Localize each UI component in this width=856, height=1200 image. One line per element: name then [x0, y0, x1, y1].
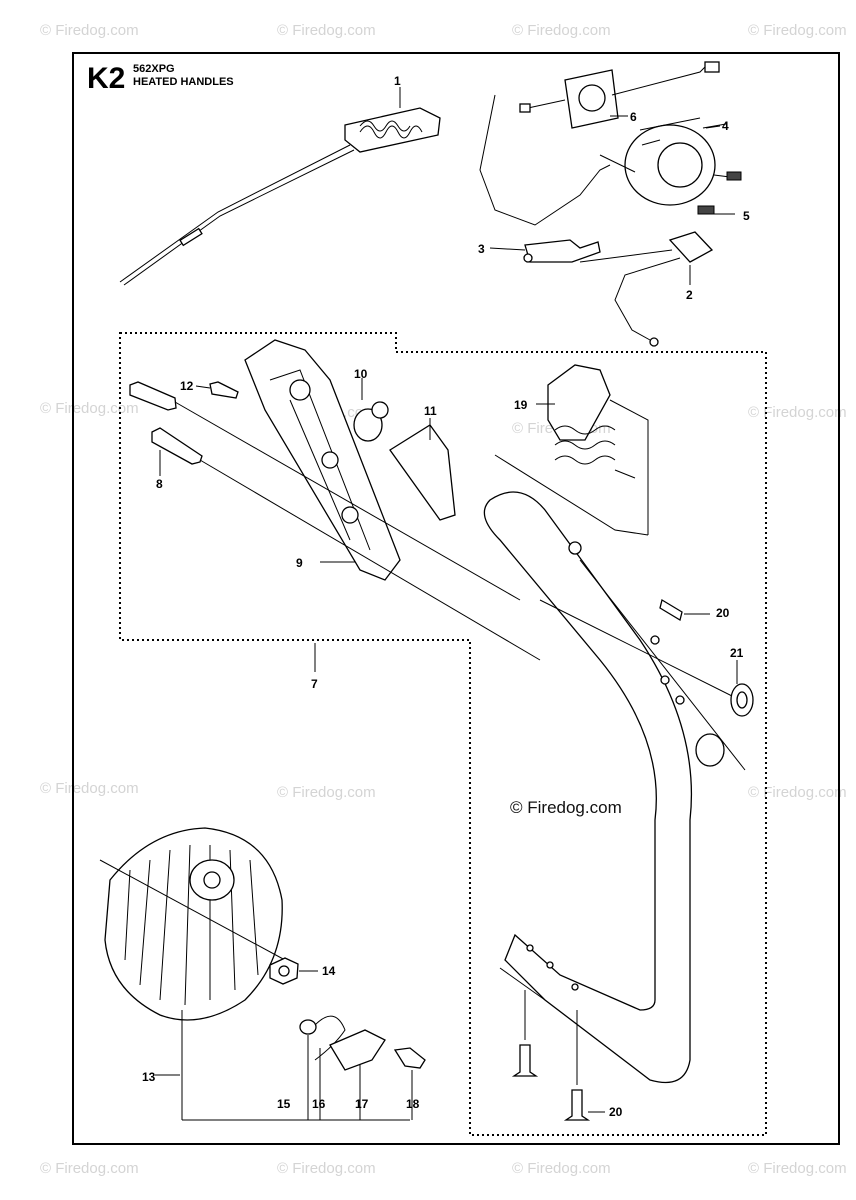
callout-19: 19	[514, 398, 528, 412]
screw-part-5	[697, 205, 735, 215]
callout-3: 3	[478, 242, 485, 256]
screws-part-20	[511, 598, 710, 1121]
model-number: 562XPG	[133, 63, 175, 75]
diagram-frame	[72, 52, 840, 1145]
callout-1: 1	[394, 74, 401, 88]
callout-11: 11	[424, 404, 437, 418]
callout-6: 6	[630, 110, 637, 124]
callout-16: 16	[312, 1097, 326, 1111]
watermark-text: © Firedog.com	[40, 22, 139, 39]
watermark-text: © Firedog.com	[748, 404, 847, 421]
callout-20: 20	[716, 606, 730, 620]
callout-9: 9	[296, 556, 303, 570]
watermark-text: © Firedog.com	[277, 1160, 376, 1177]
bracket-part-3	[489, 239, 601, 263]
watermark-text: © Firedog.com	[748, 784, 847, 801]
callout-2: 2	[686, 288, 693, 302]
watermark-text: © Firedog.com	[512, 1160, 611, 1177]
callout-8: 8	[156, 477, 163, 491]
heater-element-part-1	[119, 87, 441, 286]
callout-17: 17	[355, 1097, 369, 1111]
handle-grip-part-9	[244, 339, 401, 581]
callout-7: 7	[311, 677, 318, 691]
callout-18: 18	[406, 1097, 420, 1111]
callout-13: 13	[142, 1070, 156, 1084]
watermark-text: © Firedog.com	[40, 780, 139, 797]
watermark-text: © Firedog.com	[277, 22, 376, 39]
callout-20: 20	[609, 1105, 623, 1119]
grip-pad-part-11	[389, 418, 456, 521]
diagram-title: HEATED HANDLES	[133, 76, 234, 88]
callout-12: 12	[180, 379, 194, 393]
flywheel-part-13	[99, 827, 410, 1121]
callout-15: 15	[277, 1097, 291, 1111]
heater-coil-part-4	[479, 94, 742, 226]
small-parts-14-18	[269, 957, 426, 1120]
watermark-text: © Firedog.com	[512, 22, 611, 39]
watermark-text: © Firedog.com	[748, 22, 847, 39]
center-watermark: © Firedog.com	[510, 798, 622, 817]
page-code: K2	[87, 62, 126, 95]
grommet-part-21	[730, 660, 754, 717]
switch-part-2	[579, 231, 714, 347]
watermark-text: © Firedog.com	[277, 784, 376, 801]
watermark-text: © Firedog.com	[40, 400, 139, 417]
callout-21: 21	[730, 646, 744, 660]
screws-part-8-12	[129, 381, 541, 661]
watermark-text: © Firedog.com	[748, 1160, 847, 1177]
watermark-text: © Firedog.com	[40, 1160, 139, 1177]
callout-4: 4	[722, 119, 729, 133]
front-handle-tube	[483, 491, 746, 1084]
nut-part-10	[353, 378, 389, 442]
callout-5: 5	[743, 209, 750, 223]
rear-handle-part-19	[494, 364, 649, 536]
callout-10: 10	[354, 367, 368, 381]
callout-14: 14	[322, 964, 336, 978]
gasket-part-6	[519, 61, 720, 129]
